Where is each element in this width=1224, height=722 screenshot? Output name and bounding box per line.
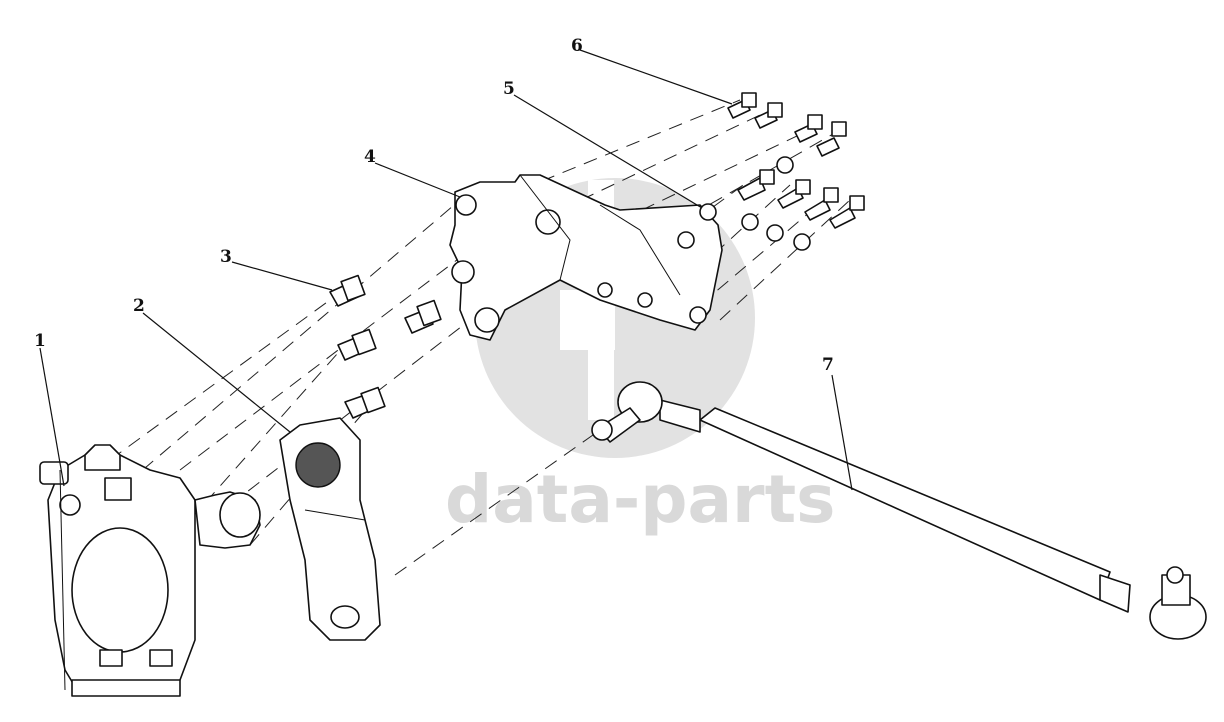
steering-gear-box — [39, 444, 261, 697]
callout-3: 3 — [220, 247, 232, 267]
bracket-bolts — [727, 92, 865, 229]
callout-7: 7 — [822, 355, 834, 375]
callout-1: 1 — [34, 331, 46, 351]
steering-gear-bracket — [449, 174, 723, 341]
drag-link — [591, 381, 1207, 640]
splined-hole — [295, 442, 341, 488]
watermark-text: data-parts — [445, 461, 835, 538]
nuts — [699, 156, 811, 251]
callout-6: 6 — [571, 36, 583, 56]
callout-4: 4 — [364, 147, 376, 167]
pitman-arm — [279, 417, 381, 641]
mounting-bolts — [329, 274, 442, 419]
callout-2: 2 — [133, 296, 145, 316]
callout-5: 5 — [503, 79, 515, 99]
callouts: 1 2 3 4 5 6 7 — [34, 36, 834, 375]
leader-lines — [39, 49, 853, 491]
